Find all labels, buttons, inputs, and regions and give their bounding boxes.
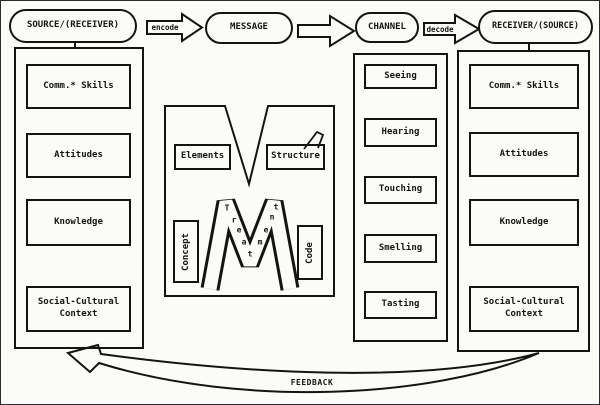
treatment-letter-6: m [257, 237, 263, 247]
receiver-node: RECEIVER/(SOURCE) [478, 10, 593, 44]
encode-label: encode [151, 23, 179, 32]
treatment-letter-9: t [273, 202, 279, 212]
feedback-arrow [65, 343, 540, 394]
message-structure-box: Structure [266, 144, 325, 170]
decode-arrow [423, 13, 481, 45]
message-code-box: Code [297, 225, 323, 280]
treatment-letter-7: e [263, 225, 269, 235]
structure-hook-arrow [303, 130, 325, 150]
channel-node: CHANNEL [355, 12, 419, 43]
feedback-label: FEEDBACK [290, 377, 334, 387]
treatment-letter-4: a [241, 237, 247, 247]
channel-sense-seeing: Seeing [364, 64, 437, 89]
treatment-letter-1: T [224, 203, 230, 213]
receiver-factor-comm-skills: Comm.* Skills [469, 64, 579, 109]
receiver-factor-knowledge: Knowledge [469, 199, 579, 246]
message-concept-label: Concept [181, 232, 191, 271]
source-factor-attitudes: Attitudes [26, 133, 131, 178]
message-node-label: MESSAGE [230, 22, 268, 33]
receiver-factor-attitudes: Attitudes [469, 132, 579, 177]
channel-sense-smelling: Smelling [364, 234, 437, 263]
channel-sense-hearing: Hearing [364, 118, 437, 147]
message-code-label: Code [305, 241, 315, 264]
channel-node-label: CHANNEL [368, 21, 406, 32]
channel-sense-touching: Touching [364, 176, 437, 204]
source-column [14, 47, 144, 349]
channel-sense-tasting: Tasting [364, 291, 437, 319]
receiver-factor-social-cultural: Social-Cultural Context [469, 286, 579, 332]
treatment-letter-5: t [247, 249, 253, 259]
message-concept-box: Concept [173, 220, 199, 283]
treatment-letter-2: r [231, 215, 237, 225]
source-factor-comm-skills: Comm.* Skills [26, 64, 131, 109]
message-node: MESSAGE [205, 12, 293, 44]
treatment-letter-8: n [269, 212, 275, 222]
source-factor-social-cultural: Social-Cultural Context [26, 286, 131, 332]
encode-arrow [146, 12, 204, 43]
decode-label: decode [426, 24, 454, 34]
channel-column [353, 53, 448, 342]
message-to-channel-arrow [297, 14, 356, 48]
receiver-column [457, 50, 590, 352]
message-elements-box: Elements [174, 144, 231, 170]
receiver-node-label: RECEIVER/(SOURCE) [492, 21, 579, 32]
source-node: SOURCE/(RECEIVER) [9, 9, 137, 43]
source-node-label: SOURCE/(RECEIVER) [26, 20, 120, 31]
inner-m-fill [203, 199, 297, 291]
treatment-letter-3: e [236, 225, 242, 235]
source-factor-knowledge: Knowledge [26, 199, 131, 246]
